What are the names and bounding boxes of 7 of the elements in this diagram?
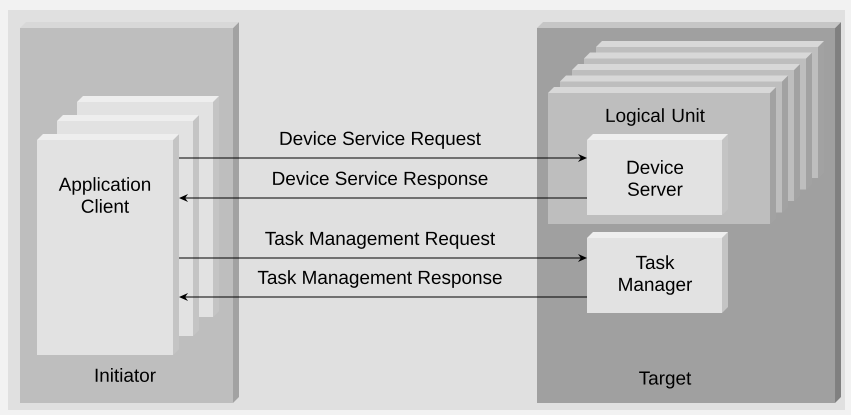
client-box: Application Client [37,134,179,355]
edge-label: Device Service Response [273,171,488,189]
edge-label: Task Management Request [265,231,496,249]
task-manager-box: Task Manager [587,232,728,313]
device-server-box: Device Server [587,134,728,215]
edge-label: Task Management Response [258,270,502,288]
edge-label: Device Service Request [280,131,481,149]
